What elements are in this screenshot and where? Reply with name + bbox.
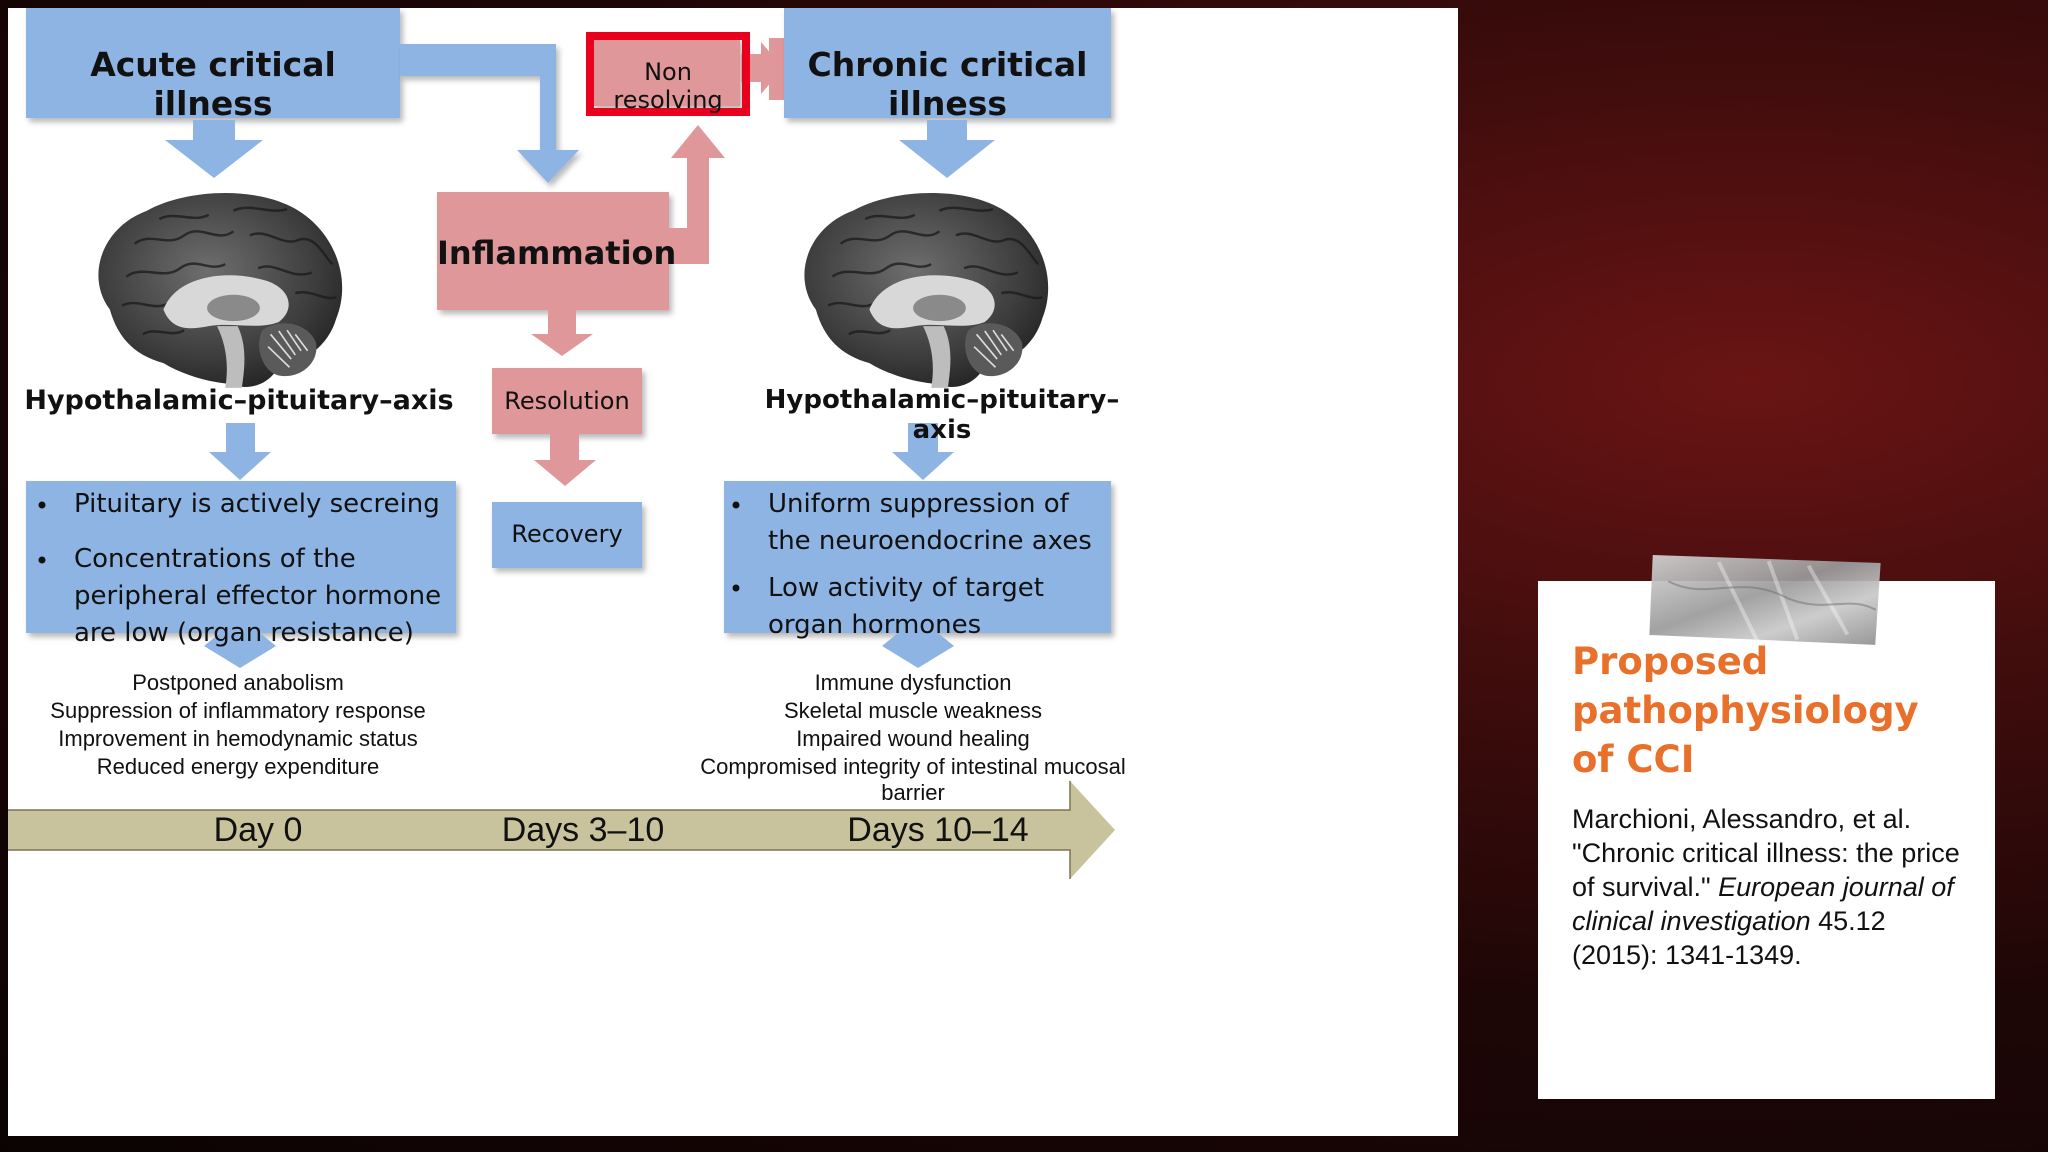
left-bullet-2: Concentrations of the peripheral effecto… xyxy=(74,544,442,648)
connector-arrow xyxy=(400,44,579,183)
inflammation-label: Inflammation xyxy=(437,234,677,272)
acute-title: Acute critical illness xyxy=(90,45,336,123)
card-citation: Marchioni, Alessandro, et al. "Chronic c… xyxy=(1572,802,1977,972)
right-bullet-box xyxy=(724,481,1111,633)
citation-text: Marchioni, Alessandro, et al. "Chronic c… xyxy=(1572,804,1960,902)
brain-icon xyxy=(803,191,1050,390)
down-arrow xyxy=(892,423,954,480)
right-bullet-1: Uniform suppression of the neuroendocrin… xyxy=(768,489,1092,556)
left-bullet-box xyxy=(26,481,456,633)
chronic-title: Chronic critical illness xyxy=(807,45,1088,123)
down-arrow xyxy=(534,434,596,486)
right-outcome: Compromised integrity of intestinal muco… xyxy=(700,754,1126,805)
diagram-shapes xyxy=(8,8,1115,879)
resolution-label: Resolution xyxy=(504,387,630,415)
acute-box xyxy=(26,8,400,118)
left-outcome: Improvement in hemodynamic status xyxy=(58,726,418,751)
resolution-box xyxy=(492,368,642,434)
up-arrow xyxy=(669,125,725,264)
brain-icon xyxy=(97,191,344,390)
arrow-to-chronic xyxy=(741,42,783,94)
citation-volume: 45.12 (2015): 1341-1349. xyxy=(1572,906,1886,970)
reference-card: Proposed pathophysiology of CCI Marchion… xyxy=(1538,581,1995,1099)
left-outcome: Postponed anabolism xyxy=(132,670,344,695)
down-arrow xyxy=(899,120,995,178)
left-bullet-1: Pituitary is actively secreing xyxy=(74,489,440,519)
timeline-label: Days 3–10 xyxy=(501,811,665,849)
right-outcome: Immune dysfunction xyxy=(814,670,1012,695)
down-arrow xyxy=(165,120,263,178)
timeline-label: Days 10–14 xyxy=(847,811,1029,849)
right-bullet-2: Low activity of target organ hormones xyxy=(768,573,1044,640)
non-resolving-box xyxy=(592,38,740,106)
tape-icon xyxy=(1649,555,1881,645)
down-arrow xyxy=(204,633,276,668)
recovery-label: Recovery xyxy=(511,520,623,548)
down-arrow xyxy=(882,633,954,668)
down-arrow xyxy=(209,423,271,480)
down-arrow xyxy=(531,310,593,356)
citation-journal: European journal of clinical investigati… xyxy=(1572,872,1954,936)
recovery-box xyxy=(492,502,642,568)
right-outcome: Skeletal muscle weakness xyxy=(783,698,1042,723)
left-outcome: Suppression of inflammatory response xyxy=(50,698,426,723)
non-resolving-label: Non resolving xyxy=(613,58,723,114)
right-outcome: Impaired wound healing xyxy=(796,726,1030,751)
diagram-slide: Acute critical illness Chronic critical … xyxy=(8,8,1458,1136)
chronic-box xyxy=(784,8,1111,118)
hpa-right-label: Hypothalamic–pituitary–axis xyxy=(764,385,1120,445)
hpa-left-label: Hypothalamic–pituitary–axis xyxy=(24,385,454,416)
card-title: Proposed pathophysiology of CCI xyxy=(1572,640,1919,781)
timeline-arrow xyxy=(8,781,1115,879)
inflammation-box xyxy=(437,192,669,310)
highlight-frame xyxy=(586,32,750,116)
timeline-label: Day 0 xyxy=(213,811,303,849)
left-outcome: Reduced energy expenditure xyxy=(96,754,380,779)
